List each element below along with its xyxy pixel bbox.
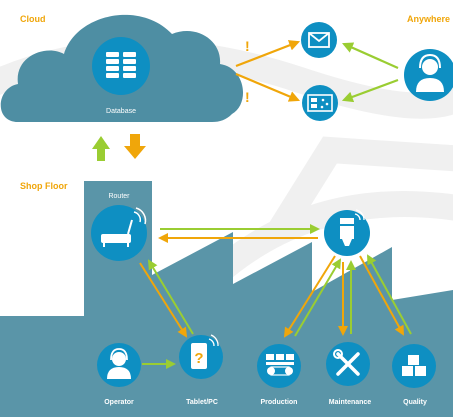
maintenance-node	[326, 342, 370, 386]
svg-text:?: ?	[194, 350, 203, 367]
envelope-icon	[308, 32, 330, 48]
section-label-anywhere: Anywhere	[407, 14, 450, 24]
monitor-icon	[307, 94, 333, 112]
router-tablet-arrows	[139, 259, 194, 338]
production-node	[257, 344, 301, 388]
user-headset-icon	[107, 348, 131, 379]
database-node	[92, 37, 150, 95]
user-anywhere-node	[404, 49, 453, 101]
upload-arrow	[92, 136, 110, 161]
router-gateway-arrows	[158, 224, 320, 243]
tablet-question-icon: ?	[191, 334, 219, 369]
user-headset-icon	[416, 53, 444, 92]
router-node	[91, 205, 147, 261]
email-node	[301, 22, 337, 58]
cloud-notification-arrows	[235, 40, 301, 102]
section-label-cloud: Cloud	[20, 14, 46, 24]
alert-mark: !	[245, 38, 250, 54]
node-label-maintenance: Maintenance	[329, 399, 372, 406]
node-label-router: Router	[108, 193, 130, 200]
download-arrow	[124, 134, 146, 159]
wrench-screwdriver-icon	[333, 349, 360, 376]
anywhere-arrows	[341, 42, 399, 103]
operator-node	[97, 343, 141, 387]
node-label-operator: Operator	[104, 399, 134, 406]
section-label-shop-floor: Shop Floor	[20, 181, 68, 191]
gateway-device-icon	[340, 209, 365, 246]
gateway-node	[324, 209, 370, 256]
node-label-quality: Quality	[403, 399, 427, 406]
boxes-icon	[402, 355, 426, 376]
sync-arrows	[92, 134, 146, 161]
node-label-production: Production	[261, 399, 298, 406]
node-label-database: Database	[106, 108, 136, 115]
dashboard-node	[302, 85, 338, 121]
gateway-device-arrows	[283, 254, 412, 338]
tablet-node: ?	[179, 334, 223, 379]
conveyor-icon	[266, 354, 294, 376]
node-label-tablet: Tablet/PC	[186, 399, 218, 406]
server-rack-icon	[106, 52, 136, 78]
quality-node	[392, 344, 436, 388]
router-icon	[101, 207, 147, 247]
alert-mark: !	[245, 89, 250, 105]
